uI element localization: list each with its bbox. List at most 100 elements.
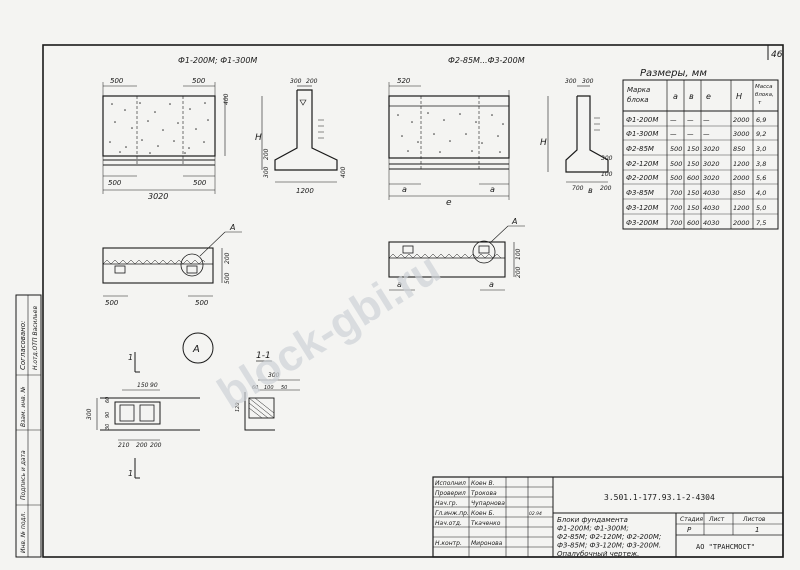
table-cell: 3020: [703, 174, 720, 182]
table-cell: 150: [687, 189, 699, 197]
table-cell: 500: [670, 160, 682, 168]
dim-label: в: [588, 186, 593, 195]
dim-label: 200: [515, 266, 522, 278]
dim-label: 90: [150, 382, 158, 389]
dim-label: 300: [290, 78, 302, 85]
side-stamp: [15, 294, 42, 558]
dim-label: 300: [582, 78, 594, 85]
dim-label: 200: [136, 442, 148, 449]
block-mark: Ф3-200М: [626, 219, 658, 227]
table-cell: —: [703, 116, 710, 124]
table-cell: 500: [670, 174, 682, 182]
table-cell: 700: [670, 204, 682, 212]
table-cell: 150: [687, 204, 699, 212]
table-cell: 1200: [733, 204, 750, 212]
block-mark: Ф1-200М: [626, 116, 658, 124]
table-title: Размеры, мм: [640, 68, 707, 79]
left-plan: [102, 231, 242, 297]
dim-label: 300: [263, 166, 270, 178]
dim-label: 200: [263, 148, 270, 160]
dim-label: 3020: [148, 192, 168, 201]
dim-label: 300: [565, 78, 577, 85]
table-cell: 3020: [703, 145, 720, 153]
signature-role: Гл.инж.пр.: [435, 510, 469, 517]
signature-role: Нач.отд.: [435, 520, 462, 527]
stage-label: Стадия: [680, 516, 703, 523]
dim-label: 500: [110, 77, 124, 85]
table-cell: 3,8: [756, 160, 766, 168]
right-elevation: [388, 82, 510, 200]
organization: АО "ТРАНСМОСТ": [696, 543, 755, 551]
table-header: блока: [627, 96, 649, 104]
signature-role: Проверил: [435, 490, 466, 497]
table-cell: 2000: [733, 219, 750, 227]
dim-label: 200: [150, 442, 162, 449]
block-mark: Ф3-120М: [626, 204, 658, 212]
dim-label: Н: [540, 138, 547, 148]
table-cell: 3,0: [756, 145, 766, 153]
table-cell: 600: [687, 174, 699, 182]
sheets-value: 1: [755, 526, 759, 534]
table-cell: 700: [670, 219, 682, 227]
table-cell: —: [670, 130, 677, 138]
title-block: [432, 476, 784, 558]
dim-label: 400: [340, 166, 347, 178]
table-cell: 4030: [703, 189, 720, 197]
table-cell: 3000: [733, 130, 750, 138]
dim-label: 100: [264, 385, 274, 391]
dim-label: 120: [235, 402, 241, 412]
dim-label: 100: [515, 248, 522, 260]
stamp-cell: Взам. инв. №: [20, 386, 27, 427]
dim-label: а: [489, 280, 494, 289]
block-mark: Ф1-300М: [626, 130, 658, 138]
left-view-title: Ф1-200М; Ф1-300М: [178, 56, 257, 65]
table-header: блока,: [755, 92, 774, 98]
table-cell: 500: [670, 145, 682, 153]
table-cell: 4,0: [756, 189, 766, 197]
dimensions-table: Размеры, мм: [622, 68, 779, 230]
dim-label: 200: [600, 185, 612, 192]
table-cell: 5,0: [756, 204, 766, 212]
stamp-cell: Подпись и дата: [20, 450, 27, 500]
table-cell: 700: [670, 189, 682, 197]
stamp-agreed: Согласовано:: [19, 321, 27, 370]
signature-name: Коен Б.: [471, 510, 495, 517]
table-header: е: [706, 92, 711, 101]
detail-a: [96, 352, 200, 479]
table-header: Н: [736, 92, 742, 101]
stamp-cell: Инв. № подл.: [20, 512, 27, 553]
table-cell: 850: [733, 145, 745, 153]
dim-label: 50: [281, 385, 287, 391]
table-cell: —: [703, 130, 710, 138]
block-mark: Ф2-85М: [626, 145, 654, 153]
description-line: Ф1-200М; Ф1-300М;: [557, 525, 629, 533]
table-cell: 2000: [733, 116, 750, 124]
sheet-label: Лист: [708, 516, 725, 523]
dim-label: 90: [105, 412, 111, 418]
watermark: block-gbi.ru: [209, 244, 448, 419]
dim-label: 100: [601, 171, 613, 178]
table-cell: —: [687, 130, 694, 138]
table-header: Масса: [755, 84, 773, 90]
sheets-label: Листов: [742, 516, 766, 523]
table-cell: —: [670, 116, 677, 124]
stage-value: Р: [687, 526, 692, 534]
table-header: а: [673, 92, 678, 101]
table-header: Марка: [627, 86, 650, 94]
sheet-number: 46: [771, 50, 783, 60]
dim-label: 500: [193, 179, 207, 187]
cut-label: 1: [128, 353, 133, 362]
dim-label: 500: [105, 299, 119, 307]
dim-label: а: [490, 185, 495, 194]
description-line: Ф3-85М; Ф3-120М; Ф3-200М.: [557, 542, 661, 550]
dim-label: 500: [224, 272, 231, 284]
dim-label: 400: [223, 93, 230, 105]
left-elevation: [102, 82, 226, 194]
drawing-code: 3.501.1-177.93.1-2-4304: [604, 493, 715, 502]
date-cell: 02.94: [529, 511, 542, 517]
dim-label: 500: [108, 179, 122, 187]
